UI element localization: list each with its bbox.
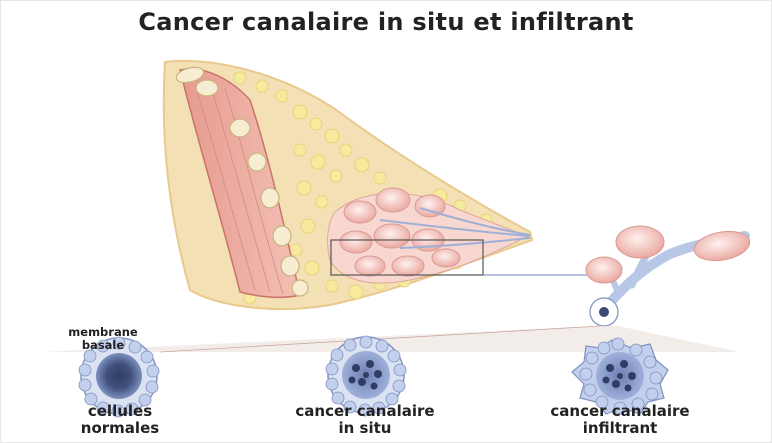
enlarged-duct <box>586 226 752 326</box>
label-cancer-infiltrant: cancer canalaire infiltrant <box>500 403 740 437</box>
label-cancer-in-situ: cancer canalaire in situ <box>245 403 485 437</box>
label-membrane-line2: basale <box>82 338 124 352</box>
label-normal-line1: cellules <box>60 403 180 420</box>
label-normal-line2: normales <box>60 420 180 437</box>
label-membrane-line1: membrane <box>68 325 137 339</box>
label-membrane-basale: membrane basale <box>48 326 158 352</box>
label-insitu-line1: cancer canalaire <box>245 403 485 420</box>
breast-cross-section <box>164 61 532 309</box>
label-infil-line1: cancer canalaire <box>500 403 740 420</box>
label-infil-line2: infiltrant <box>500 420 740 437</box>
label-cellules-normales: cellules normales <box>60 403 180 437</box>
label-insitu-line2: in situ <box>245 420 485 437</box>
